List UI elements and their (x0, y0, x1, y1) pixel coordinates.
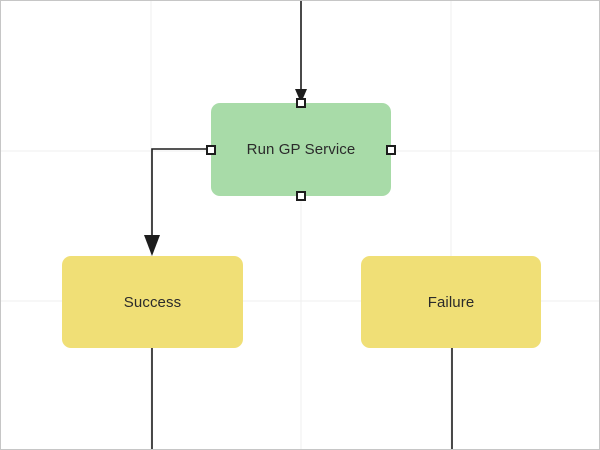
edge-arrowhead-icon (295, 89, 307, 103)
connection-handle-right[interactable] (386, 144, 396, 155)
connection-handle-bottom[interactable] (296, 191, 306, 201)
node-run-gp-service[interactable]: Run GP Service (206, 98, 396, 201)
connection-handle-top[interactable] (296, 98, 306, 108)
connection-handle-left[interactable] (206, 144, 216, 155)
edge-arrowhead-icon (144, 235, 160, 256)
node-label: Failure (427, 293, 475, 311)
node-label: Run GP Service (246, 141, 356, 158)
node-label: Success (123, 293, 182, 311)
node-success[interactable]: Success (62, 256, 243, 348)
node-failure[interactable]: Failure (361, 256, 541, 348)
edge-path[interactable] (151, 148, 211, 242)
